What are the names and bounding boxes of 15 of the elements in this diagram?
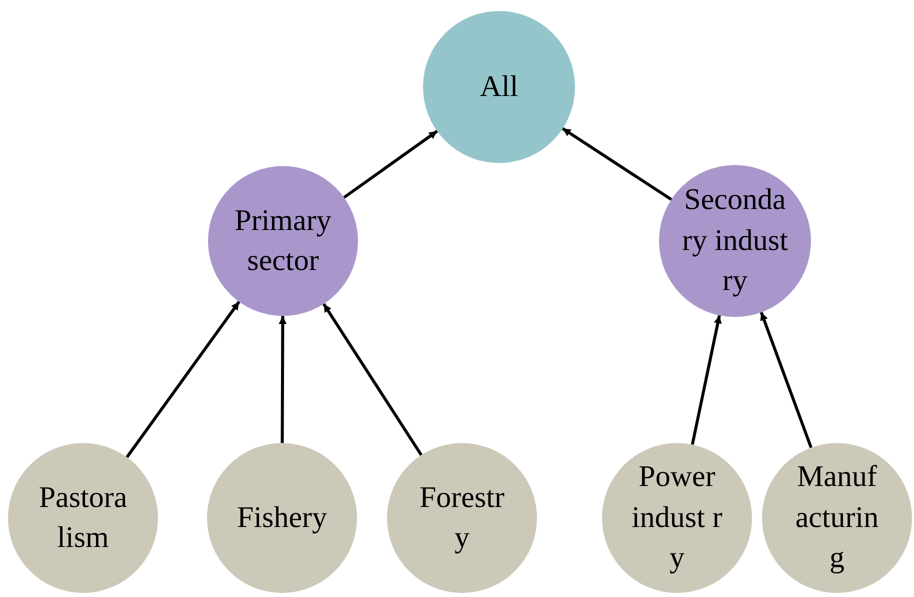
node-label: Manuf acturin g: [794, 459, 880, 576]
node-label: Pastora lism: [38, 480, 128, 556]
arrow: [690, 315, 722, 445]
arrow: [278, 316, 287, 443]
node-label: Power indust r y: [630, 459, 724, 576]
node-label: All: [480, 68, 518, 105]
arrow: [322, 303, 423, 456]
arrow: [760, 312, 812, 448]
node-label: Seconda ry indust ry: [681, 182, 789, 300]
arrow: [562, 127, 672, 201]
arrow: [343, 130, 438, 199]
node-label: Primary sector: [234, 202, 332, 279]
node-label: Fishery: [237, 500, 327, 536]
arrow: [126, 300, 240, 458]
node-label: Forestr y: [418, 480, 506, 556]
